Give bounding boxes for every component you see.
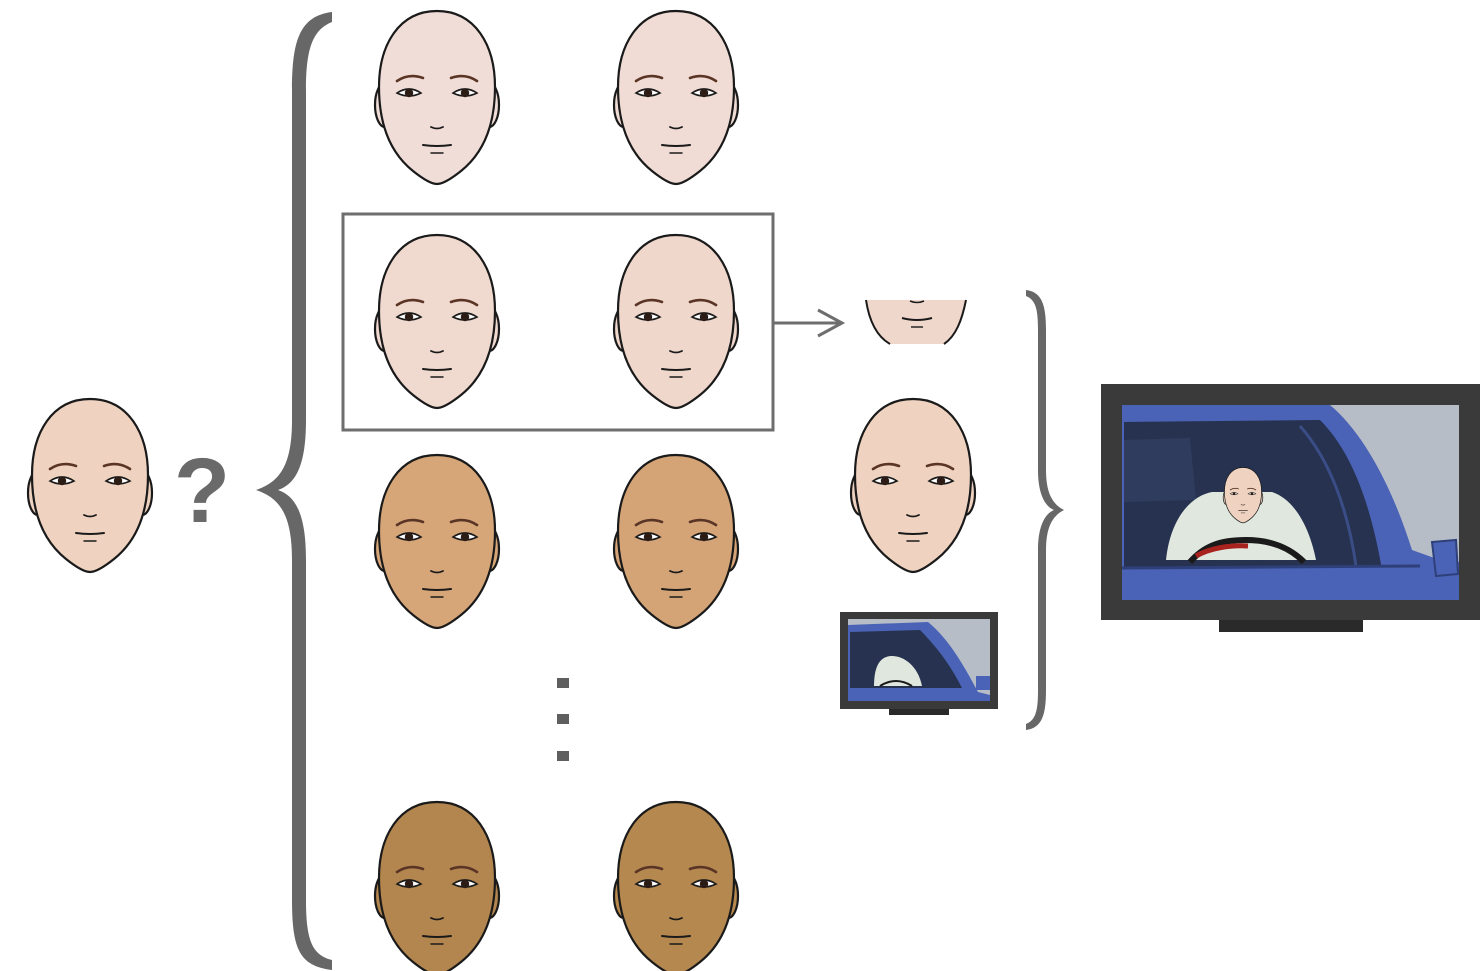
mouth-crop-icon xyxy=(865,299,967,345)
gallery-face xyxy=(612,453,740,630)
gallery-face xyxy=(373,453,501,630)
arrow-right-icon xyxy=(773,308,846,338)
face-icon xyxy=(612,9,740,186)
face-icon xyxy=(373,9,501,186)
gallery-face xyxy=(612,9,740,186)
small-television-icon xyxy=(840,612,998,715)
gallery-face xyxy=(373,800,501,971)
face-icon xyxy=(612,233,740,410)
face-icon xyxy=(849,397,977,574)
face-icon xyxy=(373,453,501,630)
left-brace-icon xyxy=(256,12,332,970)
face-icon xyxy=(373,800,501,971)
face-gallery xyxy=(373,9,740,971)
face-icon xyxy=(612,453,740,630)
selected-face xyxy=(849,397,977,574)
car-scene-icon xyxy=(1121,405,1460,600)
face-icon xyxy=(612,800,740,971)
television-icon xyxy=(1101,384,1480,632)
vertical-ellipsis-icon xyxy=(557,678,569,761)
question-mark-icon: ? xyxy=(174,440,230,542)
face-icon xyxy=(26,397,154,574)
gallery-face xyxy=(373,9,501,186)
query-face xyxy=(26,397,154,574)
face-icon xyxy=(373,233,501,410)
gallery-face xyxy=(612,800,740,971)
gallery-face xyxy=(373,233,501,410)
gallery-face xyxy=(612,233,740,410)
right-brace-icon xyxy=(1026,290,1064,730)
